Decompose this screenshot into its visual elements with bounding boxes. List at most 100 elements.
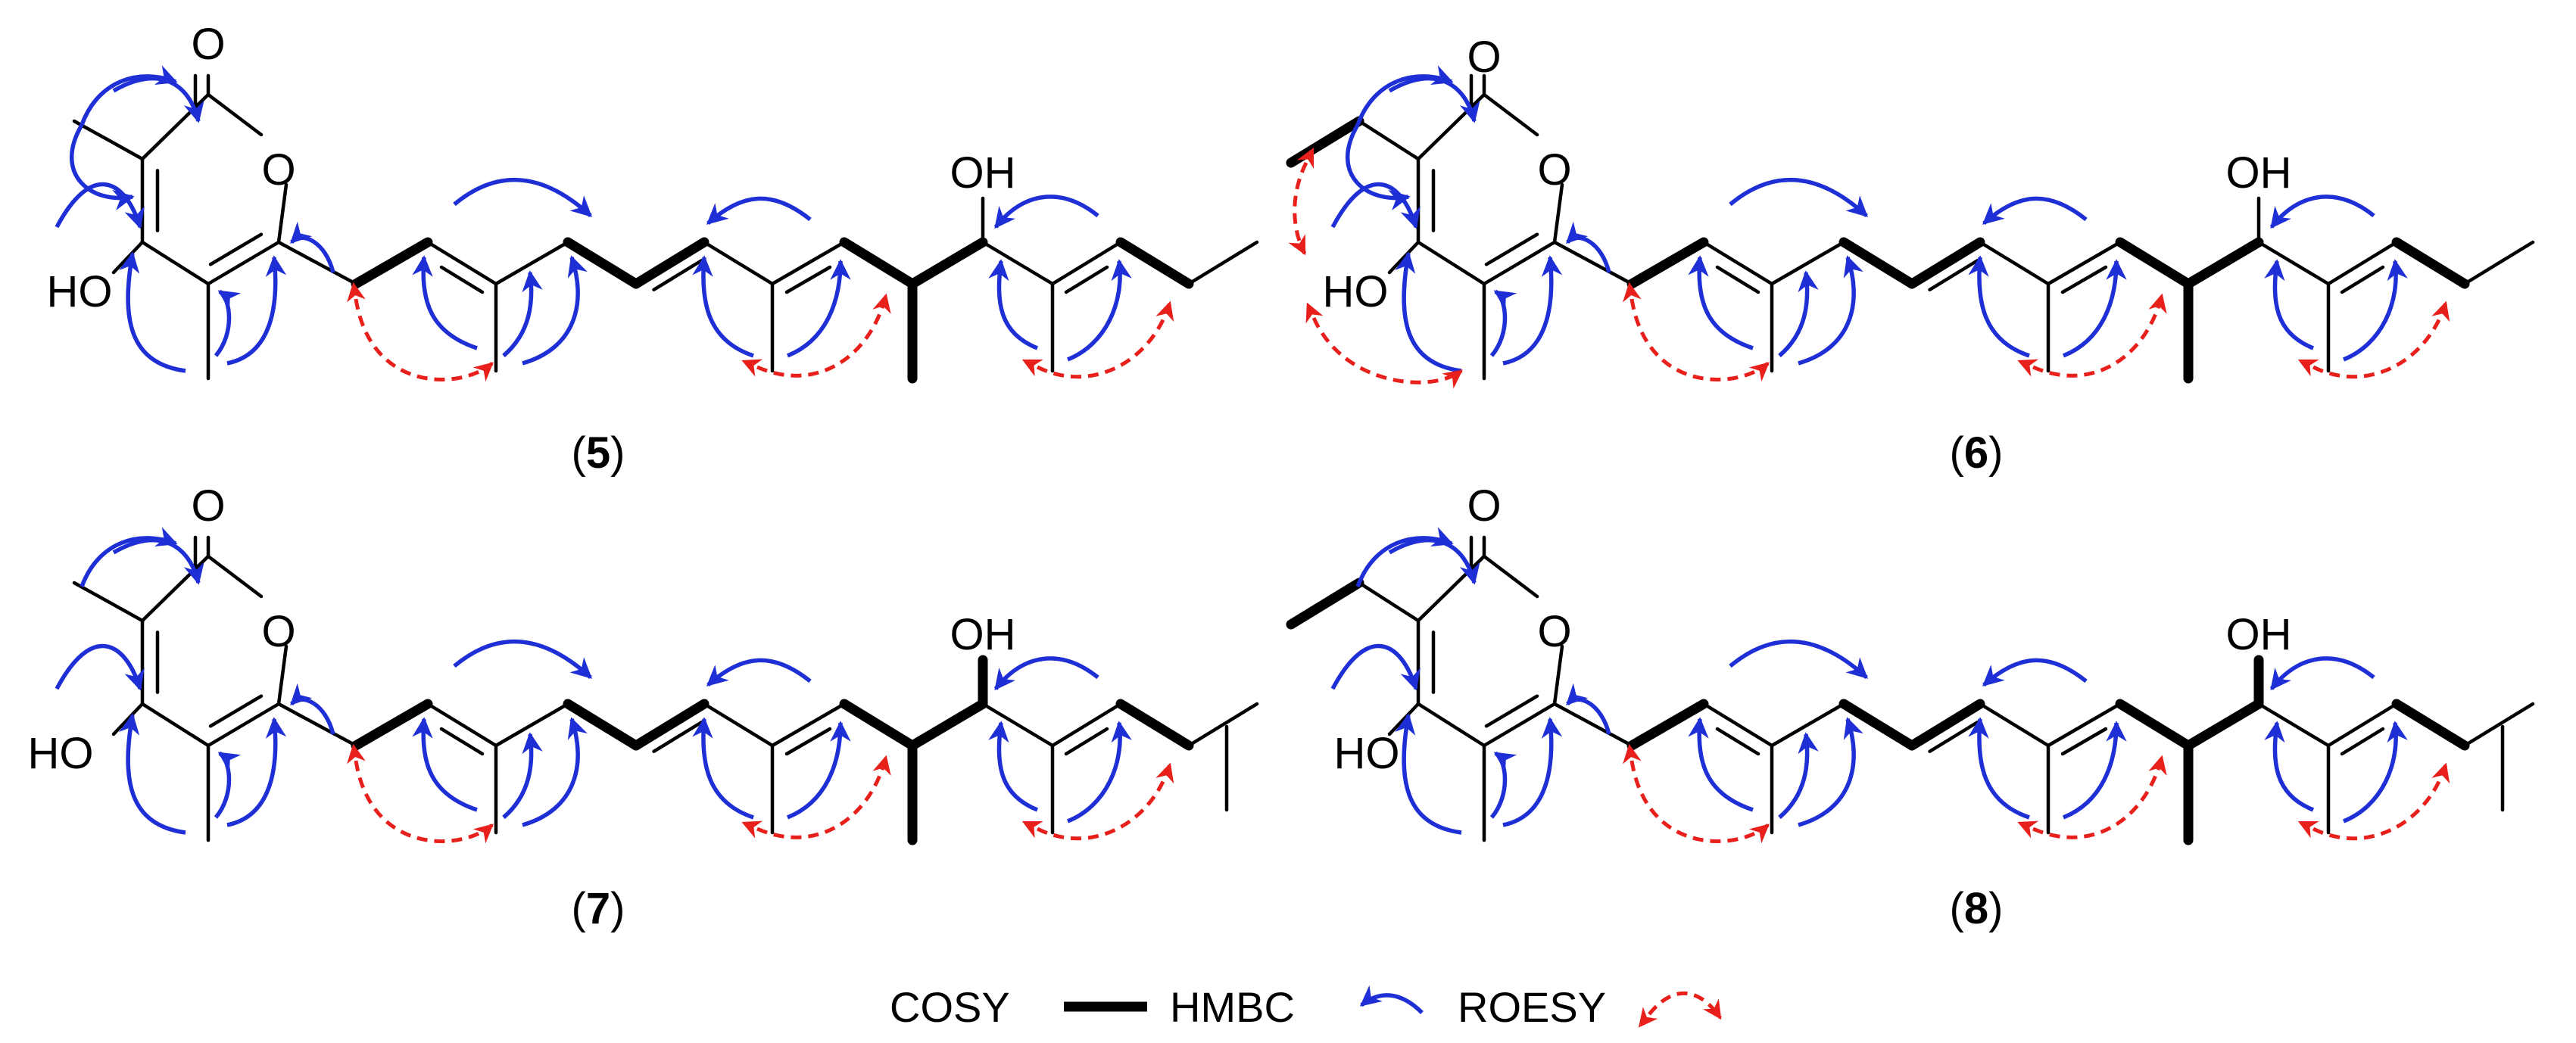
bond [206,554,264,599]
bond [2326,702,2399,748]
hmbc-correlation-arrow [1330,182,1421,229]
bond [111,702,145,736]
hmbc-correlation-arrow [290,221,335,273]
bond [1416,702,1486,748]
hmbc-correlation-arrow [226,255,287,366]
bond [2326,240,2399,286]
bond [1838,237,1917,289]
hmbc-correlation-arrow [453,177,593,218]
molecule-bonds [72,73,1259,384]
molecule-bonds [1286,73,2535,384]
bond [2391,237,2470,289]
hmbc-correlation-arrow [1778,270,1819,358]
bond [276,182,288,244]
bond [1770,240,1846,286]
bond [1482,92,1539,137]
double-bond-line [1064,265,1109,294]
legend-hmbc-arrow [1359,985,1424,1014]
compound-label-6: (6) [1950,428,2004,478]
bond [206,702,281,748]
bond [563,699,641,751]
bond [2046,702,2122,748]
double-bond-line [1484,232,1539,266]
bond [1978,702,2051,748]
bond [1978,240,2051,286]
hydroxy-label-ho: HO [1323,267,1389,316]
hmbc-correlation-arrow [1502,255,1563,366]
legend-roesy-label: ROESY [1458,983,1606,1031]
roesy-correlation-arrow [1623,743,1770,844]
double-bond-line [2060,727,2108,756]
bond [1482,240,1557,286]
bond [1416,92,1486,161]
hmbc-correlation-arrow [453,639,593,680]
bond [702,702,775,748]
bond [140,554,211,623]
hmbc-correlation-arrow [988,721,1039,812]
roesy-correlation-arrow [347,743,494,844]
bond [1050,702,1123,748]
hmbc-correlation-arrow [290,683,335,735]
hmbc-correlation-arrow [214,289,242,357]
legend: COSY HMBC ROESY [890,983,1723,1031]
hmbc-correlation-arrow [502,732,543,820]
bond [563,237,641,289]
hmbc-correlation-arrow [1982,658,2088,687]
hmbc-correlation-arrow [1798,717,1863,827]
hmbc-correlation-arrow [1982,196,2088,226]
double-bond-line [2060,265,2108,294]
hmbc-correlation-arrow [1330,643,1421,691]
bond [770,240,847,286]
double-bond-line [1064,727,1109,756]
bond [2046,240,2122,286]
hmbc-correlation-arrow [522,255,588,366]
hmbc-correlation-arrow [1566,221,1611,273]
bond [1626,699,1709,751]
methyl-bond [72,581,145,623]
hydroxy-label-oh: OH [950,610,1016,659]
bond [1552,702,1634,748]
bond [1552,644,1564,706]
bond [351,237,433,289]
bond [2391,699,2470,751]
hmbc-correlation-arrow [1388,76,1480,123]
roesy-correlation-arrow [1021,762,1174,841]
bond [276,702,358,748]
bond [426,240,498,286]
bond [1115,237,1194,289]
roesy-arrows [347,743,1174,844]
bond [2462,240,2535,286]
bond [1701,702,1774,748]
hmbc-correlation-arrow [1502,717,1563,827]
hmbc-arrows [55,65,1132,373]
bond [426,702,498,748]
ethyl-cosy-bond [1286,578,1364,630]
hmbc-correlation-arrow [522,717,588,827]
hydroxy-label-oh: OH [950,148,1016,198]
bond [111,240,145,275]
bond [1482,702,1557,748]
double-bond-line [784,265,832,294]
hmbc-correlation-arrow [1395,713,1462,835]
ring-oxygen-label: O [261,607,295,656]
double-bond-line [208,694,264,728]
bond [770,702,847,748]
bond [2115,237,2194,289]
bond [351,699,433,751]
bond [494,240,570,286]
ring-oxygen-label: O [261,145,295,195]
bond [494,702,570,748]
roesy-arrows [1623,743,2450,844]
compound-label-7: (7) [572,884,625,933]
bond [206,240,281,286]
hmbc-arrows [1330,527,2408,835]
hmbc-correlation-arrow [993,656,1099,691]
ethyl-bond [1357,581,1421,623]
hmbc-correlation-arrow [1489,751,1517,819]
bond [907,237,988,289]
hydroxy-label-ho: HO [28,729,94,778]
ethyl-bond [1357,119,1421,161]
bond [2183,237,2264,289]
bond [1387,240,1421,275]
bond [1701,240,1774,286]
